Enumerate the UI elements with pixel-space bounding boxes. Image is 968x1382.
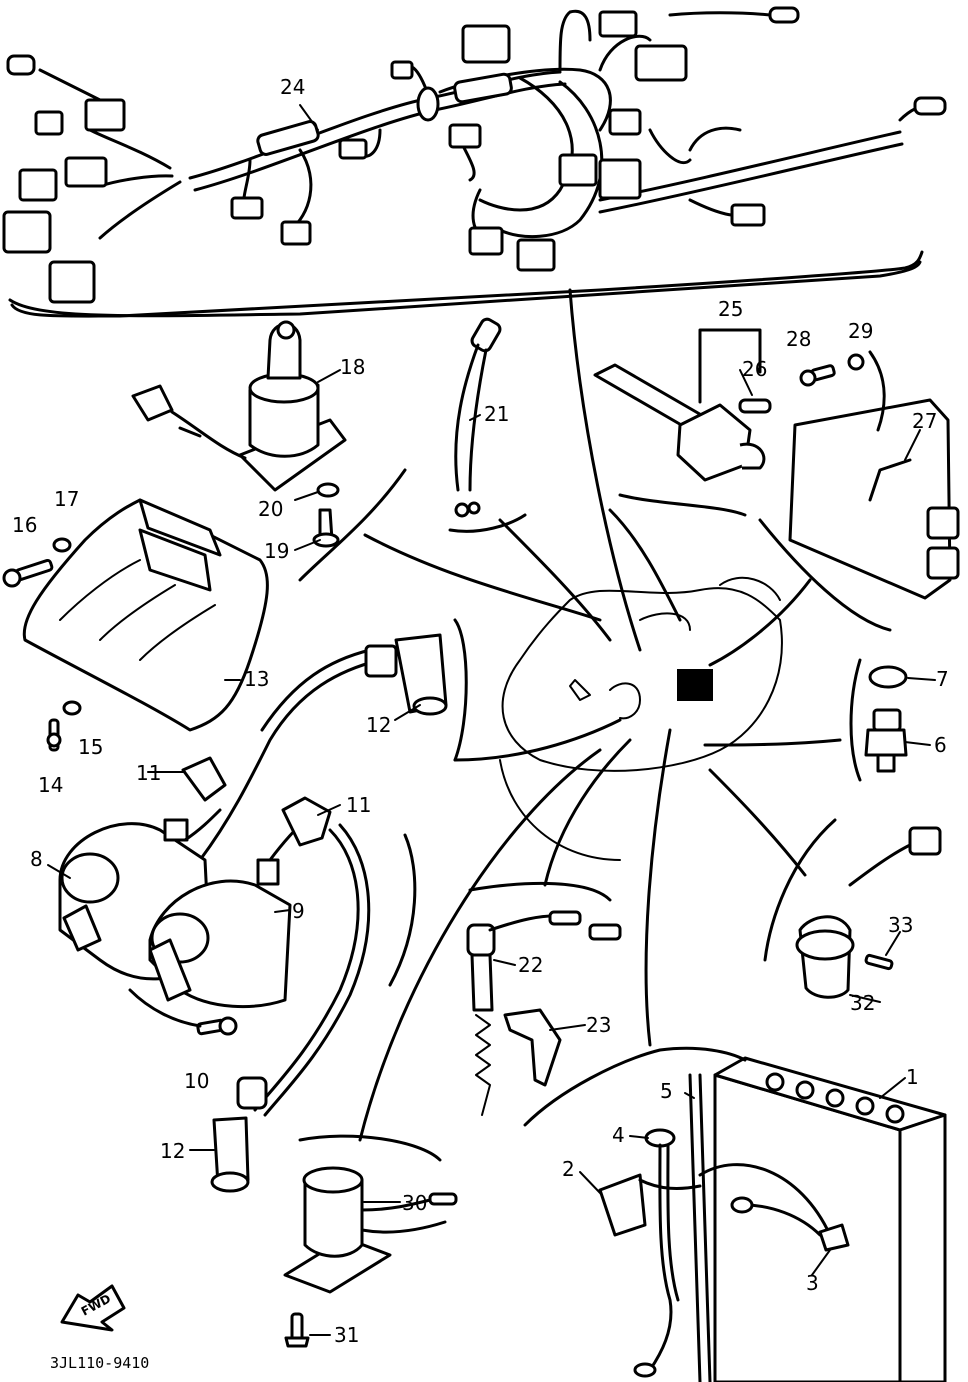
callout-22: 22 [518, 953, 543, 977]
battery-band-2 [598, 1173, 702, 1237]
washer-15 [62, 700, 82, 716]
bolt-10-leader [128, 988, 202, 1028]
callout-15: 15 [78, 735, 103, 759]
callout-33: 33 [888, 913, 913, 937]
relay-group-bracket [298, 1134, 442, 1162]
sensor-lead-21 [454, 317, 502, 518]
bracket-23 [503, 1008, 562, 1087]
sensor-group-bracket-32 [763, 818, 837, 962]
plug-cap-12-upper [198, 633, 448, 862]
washer-17 [52, 537, 72, 553]
igniter-group-bracket [758, 518, 892, 632]
relay-30 [283, 1166, 458, 1294]
breather-pipe-5 [688, 1073, 702, 1382]
callout-5: 5 [660, 1079, 673, 1103]
harness-bracket [8, 260, 922, 318]
callout-9: 9 [292, 899, 305, 923]
callout-26: 26 [742, 357, 767, 381]
callout-23: 23 [586, 1013, 611, 1037]
callout-20: 20 [258, 497, 283, 521]
callout-6: 6 [934, 733, 947, 757]
callout-13: 13 [244, 667, 269, 691]
bolt-33 [864, 953, 894, 971]
callout-16: 16 [12, 513, 37, 537]
battery-1 [713, 1056, 947, 1382]
callout-11-left: 11 [136, 761, 161, 785]
callout-12-upper: 12 [366, 713, 391, 737]
fuse-callout-bracket [698, 328, 762, 404]
callout-7: 7 [936, 667, 949, 691]
switch-6 [864, 708, 908, 773]
battery-lead-4 [633, 1128, 680, 1378]
wire-harness [2, 6, 947, 318]
callout-17: 17 [54, 487, 79, 511]
clip-11-right [281, 796, 332, 847]
callout-28: 28 [786, 327, 811, 351]
battery-lead-3 [698, 1163, 850, 1252]
bolt-19 [312, 508, 340, 548]
fwd-direction-arrow: FWD [60, 1284, 126, 1332]
nut-29 [847, 353, 865, 371]
plug-cap-12-lower [210, 823, 371, 1193]
callout-21: 21 [484, 402, 509, 426]
frame-outline [499, 576, 783, 861]
fuse-26 [738, 398, 772, 414]
sensor-group-bracket-22 [468, 881, 612, 902]
callout-19: 19 [264, 539, 289, 563]
callout-2: 2 [562, 1157, 575, 1181]
fuse-group-bracket [618, 493, 747, 517]
callout-8: 8 [30, 847, 43, 871]
callout-4: 4 [612, 1123, 625, 1147]
callout-29: 29 [848, 319, 873, 343]
bolt-10 [196, 1016, 238, 1036]
callout-labels: 24 18 21 25 26 28 29 27 20 19 16 17 13 1… [12, 75, 949, 1372]
ignition-coil-9 [148, 818, 307, 1008]
cover-13 [22, 498, 269, 732]
screw-16 [2, 558, 54, 588]
washer-7 [868, 665, 908, 689]
bolt-31 [284, 1312, 310, 1348]
sensor-group-bracket [448, 513, 527, 533]
plugcap-bracket-upper [453, 618, 468, 762]
battery-group-bracket [523, 1046, 747, 1127]
callout-14: 14 [38, 773, 63, 797]
callout-27: 27 [912, 409, 937, 433]
drawing-code: 3JL110-9410 [50, 1354, 149, 1372]
callout-25: 25 [718, 297, 743, 321]
breather-pipe-5-edge [698, 1073, 712, 1382]
screw-28 [799, 364, 836, 387]
callout-11-right: 11 [346, 793, 371, 817]
callout-32: 32 [850, 991, 875, 1015]
main-switch-18 [131, 320, 347, 492]
callout-18: 18 [340, 355, 365, 379]
sensor-22 [466, 910, 622, 1116]
callout-30: 30 [402, 1191, 427, 1215]
callout-31: 31 [334, 1323, 359, 1347]
switch-group-bracket-6-7 [849, 658, 862, 782]
coil-group-bracket [388, 833, 417, 987]
callout-24: 24 [280, 75, 305, 99]
screw-14 [46, 718, 62, 752]
callout-leaders [47, 104, 936, 1336]
igniter-leader [868, 350, 886, 432]
fuse-holder-25 [593, 363, 772, 482]
callout-1: 1 [906, 1065, 919, 1089]
sensor-32 [795, 826, 942, 999]
group-leader-lines [358, 288, 842, 1142]
callout-3: 3 [806, 1271, 819, 1295]
switch-group-bracket [298, 468, 407, 582]
clip-11-left [181, 756, 227, 802]
callout-12-lower: 12 [160, 1139, 185, 1163]
callout-10: 10 [184, 1069, 209, 1093]
washer-20 [316, 482, 340, 498]
